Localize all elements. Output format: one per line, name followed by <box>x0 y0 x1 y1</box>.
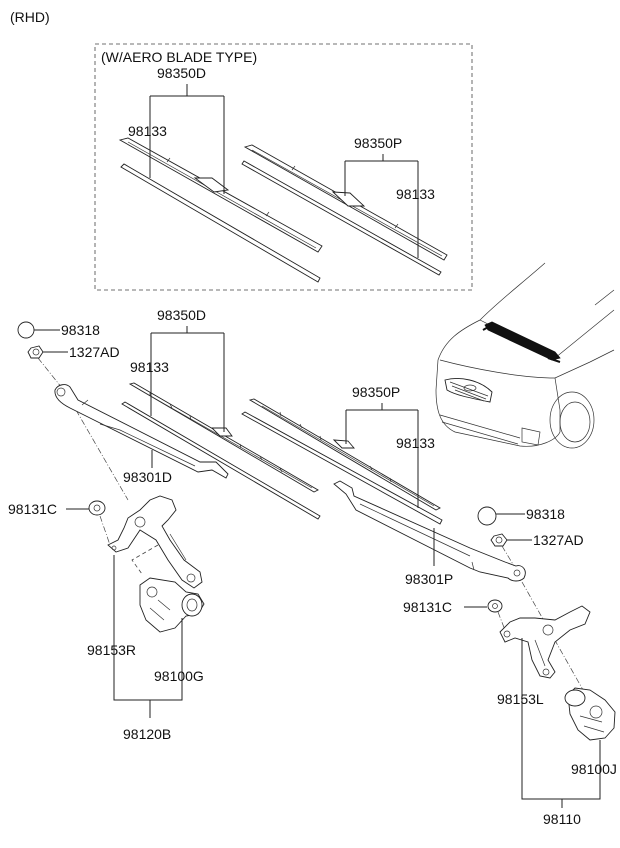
aero-blade-inset: (W/AERO BLADE TYPE) 98350D 98133 98350P … <box>94 43 473 291</box>
nut-1327AD-driver <box>27 345 44 359</box>
inset-label-98133-passenger: 98133 <box>396 186 435 202</box>
assembly-axis-driver <box>37 357 129 501</box>
wiper-arm-98301D <box>54 384 229 479</box>
label-98301D: 98301D <box>123 469 172 485</box>
bolt-98131C-driver <box>88 500 106 516</box>
wiper-arm-98301P <box>333 480 526 582</box>
label-1327AD-passenger: 1327AD <box>533 532 584 548</box>
inset-label-98133-driver: 98133 <box>128 123 167 139</box>
label-98153L: 98153L <box>497 691 544 707</box>
leader-assembly-passenger <box>521 638 601 800</box>
leader-98350P-main <box>345 403 419 508</box>
aero-blade-driver <box>118 137 323 253</box>
linkage-98153R <box>107 495 203 589</box>
inset-dashed-border <box>94 43 473 291</box>
leader-assembly-driver <box>113 555 183 701</box>
cap-98318-passenger <box>477 506 497 526</box>
diagram-title: (RHD) <box>10 9 50 25</box>
inset-label-98350D: 98350D <box>157 65 206 81</box>
cap-98318-driver <box>17 321 35 339</box>
inset-leader-98350P <box>344 154 419 258</box>
label-98301P: 98301P <box>405 571 453 587</box>
inset-caption: (W/AERO BLADE TYPE) <box>101 49 257 65</box>
label-98153R: 98153R <box>87 642 136 658</box>
wiper-refill-98133-driver <box>121 401 321 520</box>
label-98133-passenger-main: 98133 <box>396 435 435 451</box>
label-98318-passenger: 98318 <box>526 506 565 522</box>
bolt-98131C-passenger <box>487 599 503 613</box>
linkage-98153L <box>499 605 591 679</box>
label-98350P-main: 98350P <box>352 384 400 400</box>
label-1327AD-driver: 1327AD <box>69 344 120 360</box>
label-98100G: 98100G <box>154 668 204 684</box>
leader-98350D-main <box>150 326 225 432</box>
wiper-blade-98350P <box>248 398 441 511</box>
label-98131C-driver: 98131C <box>8 501 57 517</box>
car-illustration <box>435 262 615 449</box>
label-98318-driver: 98318 <box>61 322 100 338</box>
label-98350D-main: 98350D <box>157 307 206 323</box>
aero-refill-driver <box>120 163 321 283</box>
inset-leader-98350D <box>149 84 225 194</box>
label-98100J: 98100J <box>571 761 617 777</box>
label-98133-driver-main: 98133 <box>130 359 169 375</box>
wiper-refill-98133-passenger <box>241 411 443 525</box>
linkage-motor-connector-driver <box>131 544 159 575</box>
label-98131C-passenger: 98131C <box>403 599 452 615</box>
nut-1327AD-passenger <box>490 533 508 547</box>
wiper-blade-98350D <box>128 382 319 493</box>
label-98120B: 98120B <box>123 726 171 742</box>
label-98110: 98110 <box>543 811 581 827</box>
aero-blade-passenger <box>243 144 448 261</box>
motor-98100G <box>139 577 205 633</box>
bolt-axis-passenger <box>497 611 506 631</box>
aero-refill-passenger <box>241 160 442 276</box>
inset-label-98350P: 98350P <box>354 135 402 151</box>
bolt-axis-driver <box>99 515 111 546</box>
motor-98100J <box>564 687 616 741</box>
